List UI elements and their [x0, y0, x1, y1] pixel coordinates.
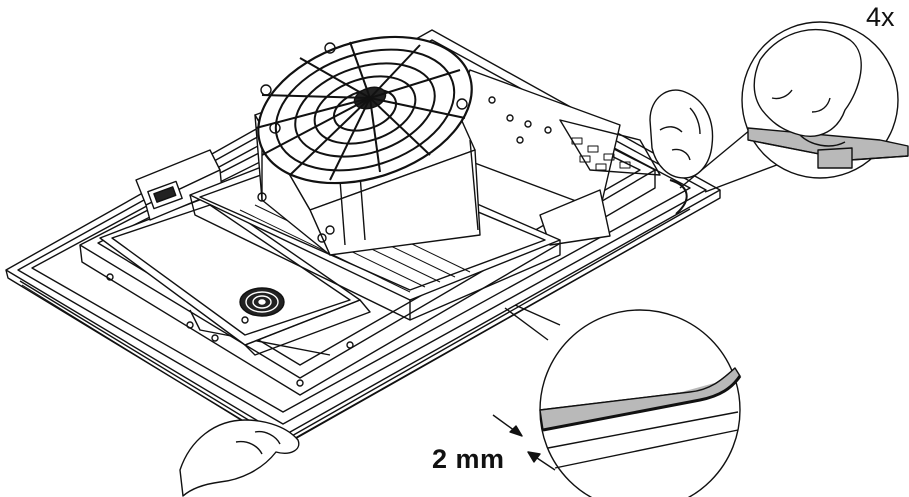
small-fan-grille: [239, 287, 285, 317]
control-board: [99, 195, 371, 387]
detail-circle-gap: [492, 304, 742, 497]
hand-applying-tape: [649, 89, 714, 179]
gap-dimension-label: 2 mm: [432, 444, 505, 474]
hand-bottom-left: [179, 419, 300, 497]
hand-detail-top: [753, 28, 862, 147]
power-connector: [135, 149, 223, 221]
count-label: 4x: [866, 2, 895, 32]
fan-grille: [255, 35, 473, 185]
